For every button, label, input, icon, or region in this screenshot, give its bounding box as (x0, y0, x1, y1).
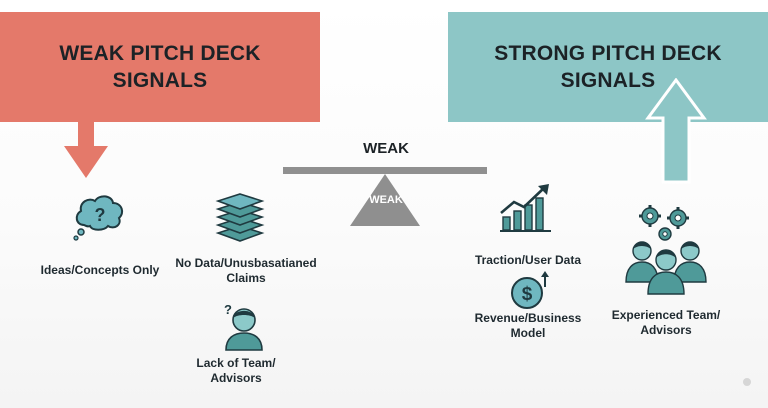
dollar-growth-icon: $ (511, 271, 549, 309)
no-data-label: No Data/Unusbasatianed Claims (168, 256, 324, 286)
team-gears-icon (625, 205, 707, 295)
weak-banner-title-line2: SIGNALS (112, 69, 208, 92)
svg-text:?: ? (224, 302, 232, 317)
stacked-layers-icon (215, 193, 265, 242)
revenue-label-line1: Revenue/Business (474, 311, 582, 325)
fulcrum-label: WEAK (369, 194, 403, 206)
experienced-team-label: Experienced Team/ Advisors (600, 308, 732, 338)
lack-of-team-label-line2: Advisors (210, 371, 262, 385)
confused-person-icon: ? (224, 302, 263, 351)
weak-signals-banner: WEAK PITCH DECK SIGNALS (0, 12, 320, 122)
ideas-concepts-label: Ideas/Concepts Only (40, 263, 160, 277)
lack-of-team-label: Lack of Team/ Advisors (184, 356, 288, 386)
svg-text:?: ? (95, 205, 106, 225)
revenue-label: Revenue/Business Model (466, 311, 590, 341)
svg-text:$: $ (522, 284, 533, 305)
strong-signals-banner: STRONG PITCH DECK SIGNALS (448, 12, 768, 122)
thought-bubble-question-icon: ? (73, 195, 124, 241)
scale-beam-label: WEAK (363, 140, 409, 157)
revenue-label-line2: Model (510, 326, 546, 340)
weak-banner-title-line1: WEAK PITCH DECK (59, 42, 261, 65)
balance-scale-icon (283, 167, 487, 226)
strong-banner-title-line1: STRONG PITCH DECK (494, 42, 722, 65)
experienced-team-label-line2: Advisors (640, 323, 692, 337)
lack-of-team-label-line1: Lack of Team/ (196, 356, 276, 370)
no-data-label-line2: Claims (226, 271, 266, 285)
slide-indicator-dot (743, 378, 751, 386)
experienced-team-label-line1: Experienced Team/ (611, 308, 721, 322)
down-arrow-icon (64, 98, 108, 178)
traction-label: Traction/User Data (474, 253, 582, 267)
strong-banner-title-line2: SIGNALS (560, 69, 656, 92)
up-arrow-icon (645, 78, 707, 184)
growth-bar-chart-icon (500, 184, 551, 232)
no-data-label-line1: No Data/Unusbasatianed (175, 256, 317, 270)
